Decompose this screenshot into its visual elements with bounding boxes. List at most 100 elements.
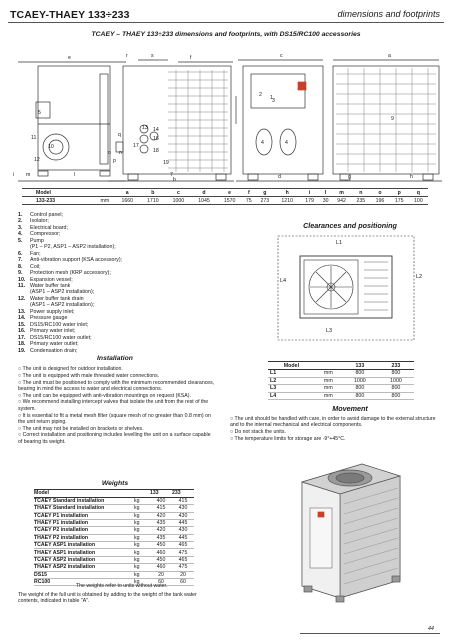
legend-item: 2.Isolator;: [18, 218, 208, 224]
movement-paragraph: ○ Do not stack the units.: [230, 429, 286, 436]
document-title: TCAEY-THAEY 133÷233: [10, 9, 130, 21]
dim-label-b: b: [173, 177, 176, 183]
footer-rule: [300, 633, 440, 634]
legend-item: 3.Electrical board;: [18, 225, 208, 231]
weights-value-cell: 460: [150, 548, 172, 557]
clearances-value-cell: 800: [377, 392, 414, 401]
weights-unit-cell: kg: [134, 578, 150, 587]
movement-paragraph: ○ The unit should be handled with care, …: [230, 416, 436, 429]
dimension-drawing: e r s f c a 5 10 11 12 13 14 16 18 17 19…: [13, 53, 442, 183]
clearances-header-cell: Model: [268, 361, 315, 370]
dims-header-cell: g: [255, 188, 275, 197]
dim-label-e: e: [68, 55, 71, 61]
legend-number: 17.: [18, 334, 26, 341]
weights-value-cell: 430: [172, 504, 194, 513]
dims-header-cell: m: [332, 188, 352, 197]
installation-paragraph: ○ We recommend installing intercept valv…: [18, 399, 209, 412]
side-view: [18, 61, 126, 182]
legend-item: 18.Primary water outlet;: [18, 341, 208, 347]
clearance-label-l3: L3: [326, 328, 332, 334]
installation-title: Installation: [97, 355, 133, 362]
weights-value-cell: 60: [172, 578, 194, 587]
legend-number: 4.: [18, 231, 23, 238]
legend-item: 10.Expansion vessel;: [18, 277, 208, 283]
label-2: 2: [259, 92, 262, 98]
legend-item: 9.Protection mesh (KRP accessory);: [18, 270, 208, 276]
clearances-header-cell: [314, 361, 342, 370]
weights-model-cell: TCAEY P2 installation: [34, 526, 134, 535]
weights-value-cell: 60: [150, 578, 172, 587]
dim-label-q: q: [118, 132, 121, 138]
weights-value-cell: 445: [172, 519, 194, 528]
weights-title: Weights: [101, 480, 129, 487]
compressor-icon: [279, 128, 297, 156]
weights-note: The weights refer to units without water…: [76, 583, 168, 589]
legend-text: DS15/RC100 water outlet;: [30, 334, 92, 341]
legend-text: Primary water outlet;: [30, 341, 79, 348]
weights-unit-cell: kg: [134, 512, 150, 520]
legend-item: 5.Pump: [18, 238, 208, 244]
dim-label-o: o: [108, 150, 111, 156]
legend-number: 7.: [18, 257, 23, 264]
weights-unit-cell: kg: [134, 548, 150, 557]
weights-value-cell: 20: [172, 571, 194, 579]
legend-item: 7.Anti-vibration support (KSA accessory)…: [18, 257, 208, 263]
dims-value-cell: 1710: [140, 196, 166, 205]
weights-value-cell: 435: [150, 534, 172, 543]
label-9: 9: [391, 116, 394, 122]
legend-item: 4.Compressor;: [18, 231, 208, 237]
legend-text: Coil;: [30, 263, 41, 270]
legend-text: (P1 – P2, ASP1 – ASP2 installation);: [30, 244, 116, 251]
weights-unit-cell: kg: [134, 563, 150, 572]
legend-text: Isolator;: [30, 218, 49, 225]
isolator-switch-icon: [297, 81, 307, 91]
weights-value-cell: 465: [172, 556, 194, 565]
weights-value-cell: 460: [150, 563, 172, 572]
legend-text: Primary water inlet;: [30, 328, 76, 335]
legend-item: 13.Power supply inlet;: [18, 309, 208, 315]
weights-header-cell: 233: [172, 489, 194, 498]
weights-value-cell: 430: [172, 512, 194, 520]
page-number: 44: [427, 626, 434, 632]
weights-unit-cell: kg: [134, 571, 150, 579]
dims-value-cell: 30: [319, 196, 332, 205]
label-10: 10: [48, 144, 54, 150]
dims-value-cell: 175: [389, 196, 409, 205]
dims-header-cell: d: [191, 188, 217, 197]
clearance-diagram: L1 L2 L3 L4: [277, 235, 422, 341]
dims-value-cell: 133-233: [22, 196, 96, 205]
coil-grille: [168, 70, 228, 172]
weights-model-cell: THAEY P1 installation: [34, 519, 134, 528]
weights-model-cell: THAEY ASP1 installation: [34, 548, 134, 557]
dims-value-cell: 1570: [216, 196, 243, 205]
clearances-unit-cell: mm: [314, 392, 342, 401]
dims-header-cell: b: [140, 188, 166, 197]
weights-value-cell: 415: [150, 504, 172, 513]
movement-text: ○ The unit should be handled with care, …: [230, 416, 442, 443]
dim-label-p: p: [113, 158, 116, 164]
legend-text: DS15/RC100 water inlet;: [30, 321, 89, 328]
label-13: 13: [142, 125, 148, 131]
weights-model-cell: DS15: [34, 571, 134, 579]
legend-text: Fan;: [30, 250, 41, 257]
dims-header-cell: f: [242, 188, 256, 197]
weights-note-full: The weight of the full unit is obtained …: [18, 592, 197, 605]
clearances-value-cell: 800: [377, 369, 414, 378]
legend-item: 14. Pressure gauge: [18, 315, 208, 321]
installation-paragraph: ○ The unit is designed for outdoor insta…: [18, 366, 123, 372]
label-4b: 4: [285, 140, 288, 146]
clearances-label-cell: L3: [268, 384, 315, 393]
legend-number: 15.: [18, 321, 26, 328]
legend-item: 17. DS15/RC100 water outlet;: [18, 335, 208, 341]
weights-value-cell: 465: [172, 541, 194, 550]
dim-label-i: i: [13, 172, 14, 178]
legend-number: 14.: [18, 315, 26, 322]
unit-illustration: [300, 463, 402, 603]
legend-text: Pressure gauge: [30, 315, 68, 322]
